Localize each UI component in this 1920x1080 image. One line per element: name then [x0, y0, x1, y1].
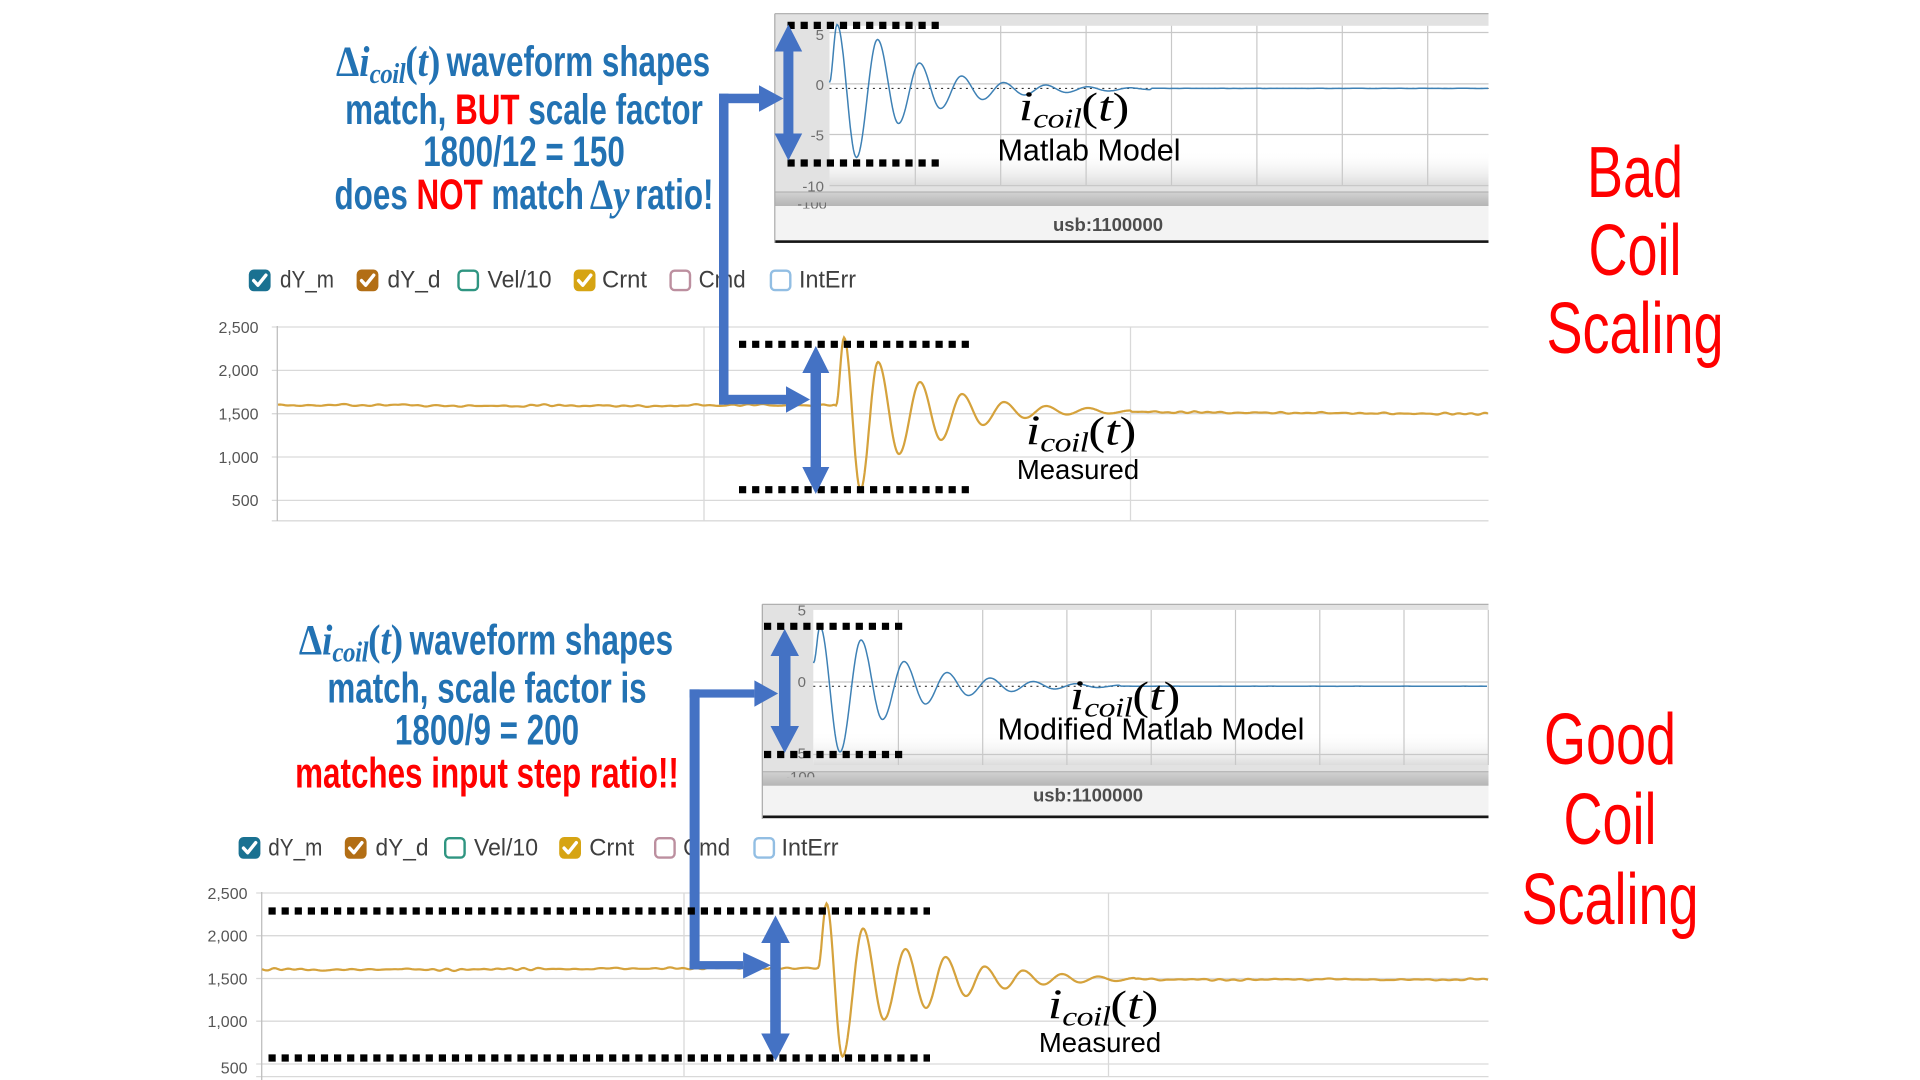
- svg-text:5: 5: [798, 602, 806, 619]
- svg-text:500: 500: [221, 1061, 248, 1078]
- svg-text:usb:1100000: usb:1100000: [1053, 214, 1163, 235]
- svg-text:Crnt: Crnt: [589, 835, 634, 862]
- svg-text:Vel/10: Vel/10: [474, 835, 538, 862]
- svg-text:5: 5: [816, 27, 824, 44]
- svg-text:Vel/10: Vel/10: [488, 267, 552, 294]
- svg-text:1,500: 1,500: [218, 407, 258, 424]
- svg-text:1,000: 1,000: [207, 1014, 247, 1031]
- svg-text:2,000: 2,000: [218, 363, 258, 380]
- svg-text:2,500: 2,500: [207, 886, 247, 903]
- svg-text:IntErr: IntErr: [782, 835, 839, 862]
- svg-text:-10: -10: [802, 179, 824, 196]
- svg-text:dY_m: dY_m: [280, 267, 334, 294]
- svg-text:-5: -5: [793, 745, 806, 762]
- svg-text:500: 500: [232, 493, 259, 510]
- svg-text:2,500: 2,500: [218, 320, 258, 337]
- svg-text:Crnt: Crnt: [602, 267, 647, 294]
- svg-text:dY_d: dY_d: [388, 267, 441, 294]
- svg-text:1,000: 1,000: [218, 450, 258, 467]
- svg-text:dY_m: dY_m: [268, 835, 322, 862]
- svg-text:0: 0: [798, 674, 806, 691]
- svg-text:IntErr: IntErr: [799, 267, 856, 294]
- svg-text:-100: -100: [785, 769, 815, 786]
- svg-text:dY_d: dY_d: [376, 835, 429, 862]
- svg-text:0: 0: [816, 77, 824, 94]
- svg-text:usb:1100000: usb:1100000: [1033, 785, 1143, 806]
- svg-text:-100: -100: [797, 196, 827, 213]
- svg-text:-5: -5: [811, 127, 824, 144]
- svg-text:1,500: 1,500: [207, 971, 247, 988]
- svg-text:2,000: 2,000: [207, 929, 247, 946]
